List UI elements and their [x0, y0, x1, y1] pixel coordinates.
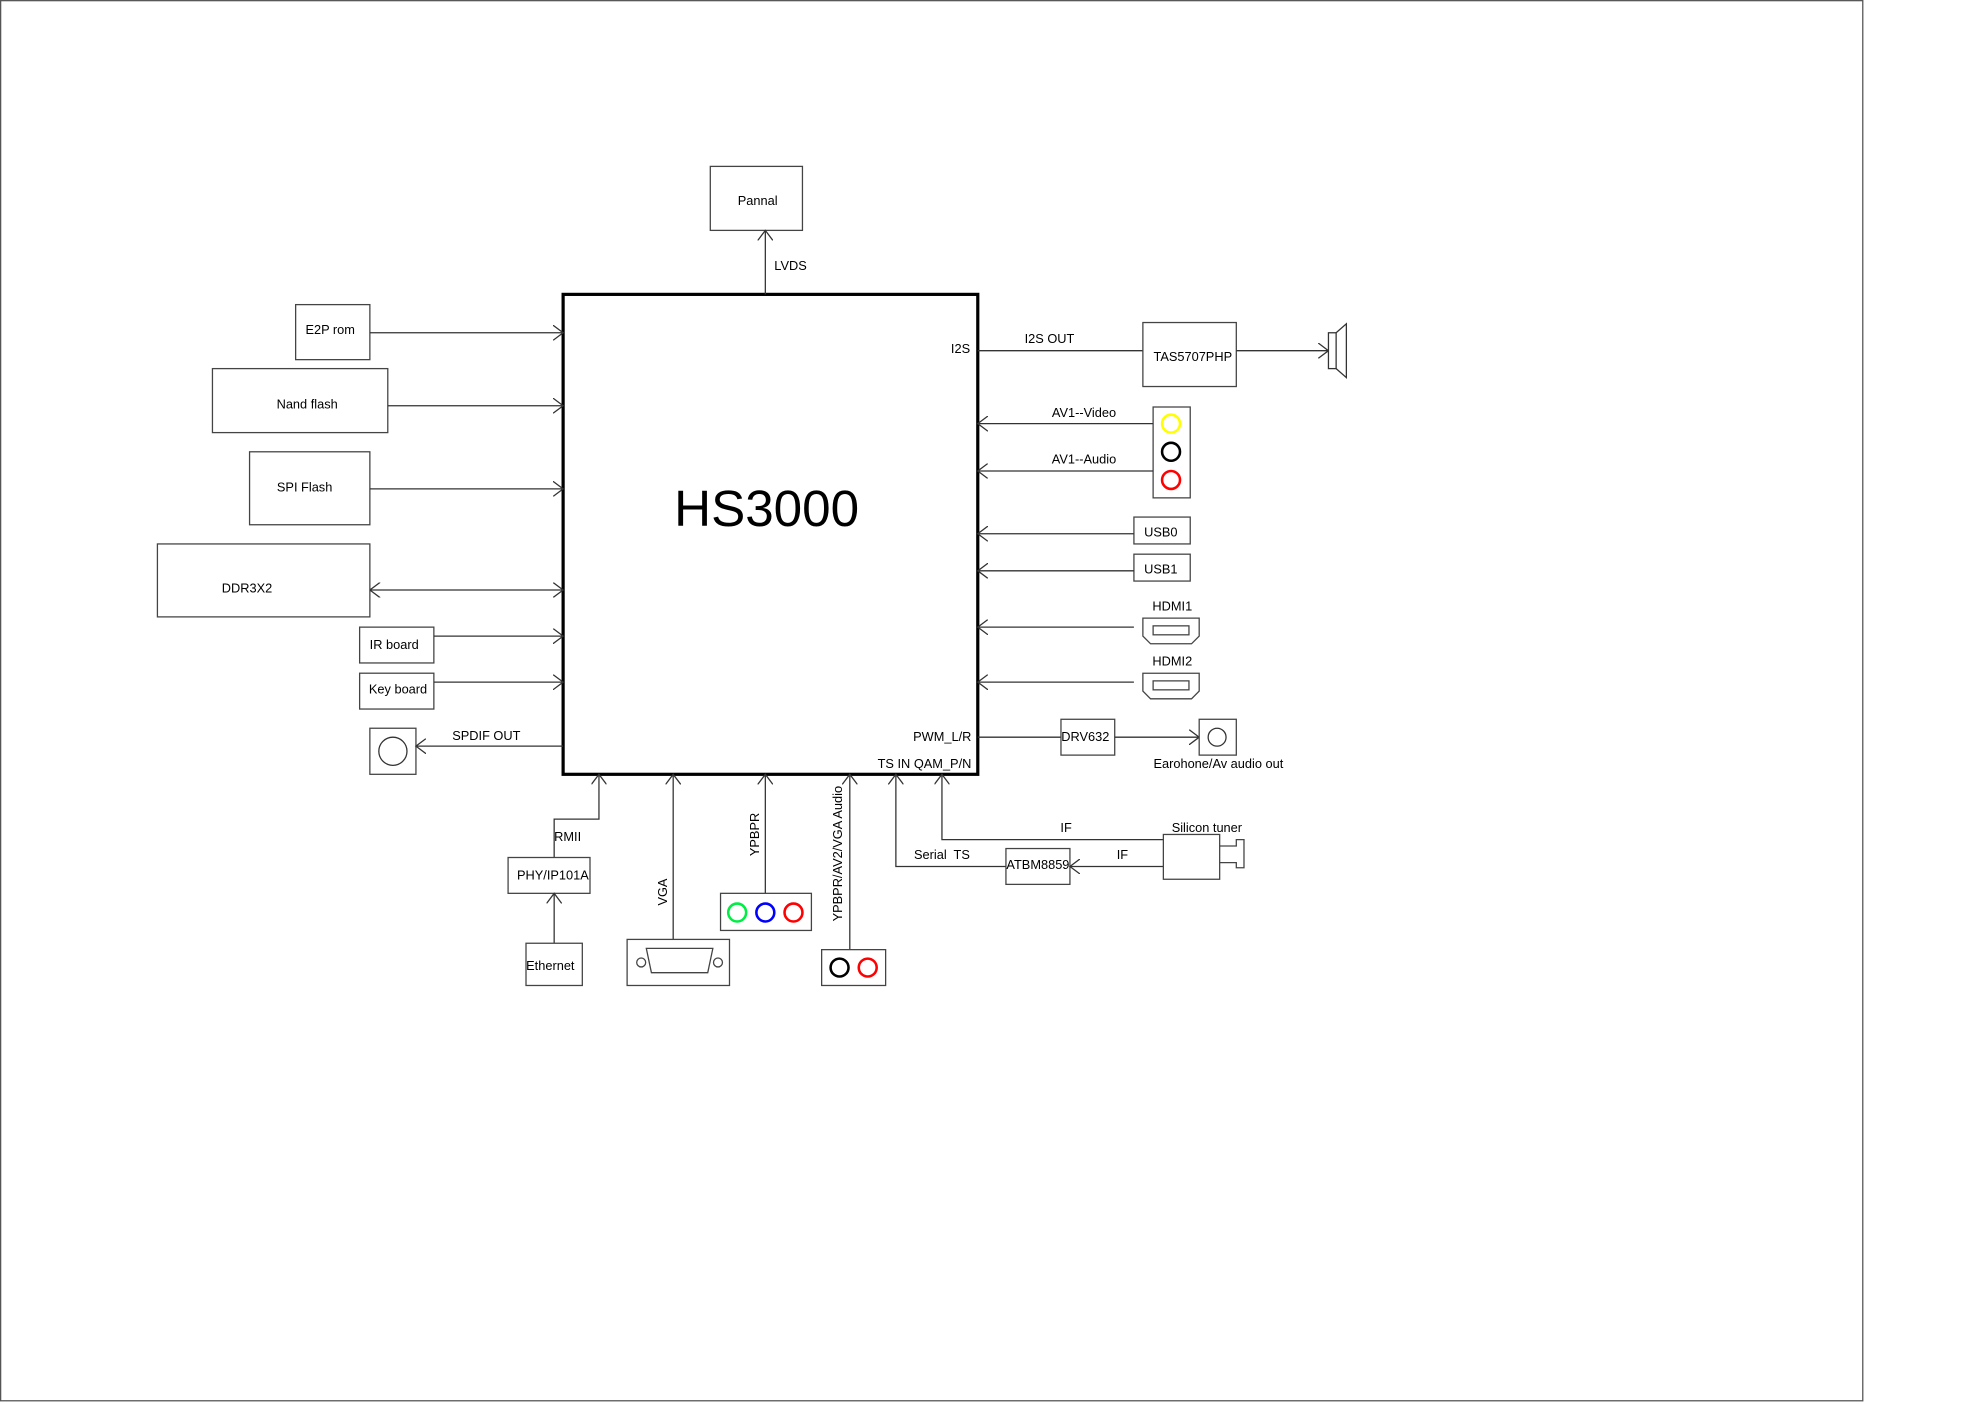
tuner-icon — [1162, 833, 1245, 880]
pin-pwm: PWM_L/R — [913, 729, 971, 744]
drv-block — [1060, 718, 1116, 756]
if-chip-line — [942, 774, 1164, 841]
earphone-jack-icon — [1198, 718, 1237, 756]
amp-block — [1142, 321, 1237, 388]
serial-ts-line — [896, 774, 1006, 868]
e2p-block — [294, 303, 371, 361]
key-block — [358, 672, 435, 710]
serial-ts-label: Serial TS — [914, 847, 970, 862]
tuner-label: Silicon tuner — [1172, 820, 1243, 835]
panel-label: Pannal — [738, 193, 778, 208]
spi-block — [248, 451, 371, 526]
hs3000-chip — [561, 292, 980, 776]
pin-ts: TS IN QAM_P/N — [878, 756, 972, 771]
key-label: Key board — [369, 682, 427, 697]
usb0-block — [1133, 516, 1191, 545]
phy-block — [507, 856, 591, 894]
ypbpr-jack-icon — [719, 892, 813, 932]
hdmi2-port-icon — [1142, 672, 1200, 700]
vga-connector-icon — [626, 938, 731, 987]
vga-label: VGA — [655, 878, 670, 905]
hdmi1-port-icon — [1142, 617, 1200, 645]
ethernet-block — [525, 942, 583, 987]
usb0-label: USB0 — [1144, 524, 1177, 539]
ddr-label: DDR3X2 — [222, 581, 272, 596]
speaker-icon — [1327, 322, 1348, 379]
e2p-label: E2P rom — [305, 322, 355, 337]
av-video-label: AV1--Video — [1052, 405, 1116, 420]
spdif-label: SPDIF OUT — [452, 728, 520, 743]
rmii-label: RMII — [554, 829, 581, 844]
i2s-out-label: I2S OUT — [1025, 331, 1075, 346]
usb1-label: USB1 — [1144, 561, 1177, 576]
av-jack-icon — [1152, 406, 1191, 499]
ypbpr-label: YPBPR — [747, 813, 762, 856]
demod-label: ATBM8859 — [1006, 857, 1069, 872]
av-audio-label: AV1--Audio — [1052, 451, 1116, 466]
ir-label: IR board — [370, 637, 419, 652]
nand-label: Nand flash — [277, 396, 338, 411]
ethernet-label: Ethernet — [526, 958, 575, 973]
ir-block — [358, 626, 435, 664]
hdmi2-label: HDMI2 — [1152, 654, 1192, 669]
hdmi1-label: HDMI1 — [1152, 598, 1192, 613]
drv-label: DRV632 — [1061, 729, 1109, 744]
if-chip-label: IF — [1060, 820, 1072, 835]
chip-title: HS3000 — [674, 480, 859, 537]
ddr-block — [156, 543, 371, 618]
nand-block — [211, 367, 389, 434]
spdif-jack-icon — [369, 727, 417, 775]
audio-jack-icon — [821, 949, 887, 987]
amp-label: TAS5707PHP — [1153, 349, 1232, 364]
phy-label: PHY/IP101A — [517, 867, 589, 882]
lvds-label: LVDS — [774, 258, 806, 273]
rmii-line — [553, 774, 599, 858]
usb1-block — [1133, 553, 1191, 582]
spi-label: SPI Flash — [277, 479, 332, 494]
earphone-label: Earohone/Av audio out — [1153, 756, 1283, 771]
panel-block: Pannal — [709, 165, 804, 232]
audio-label: YPBPR/AV2/VGA Audio — [830, 786, 845, 921]
pin-i2s: I2S — [951, 341, 970, 356]
demod-block — [1005, 847, 1071, 886]
page-border — [0, 0, 1864, 1402]
if-demod-label: IF — [1117, 847, 1129, 862]
